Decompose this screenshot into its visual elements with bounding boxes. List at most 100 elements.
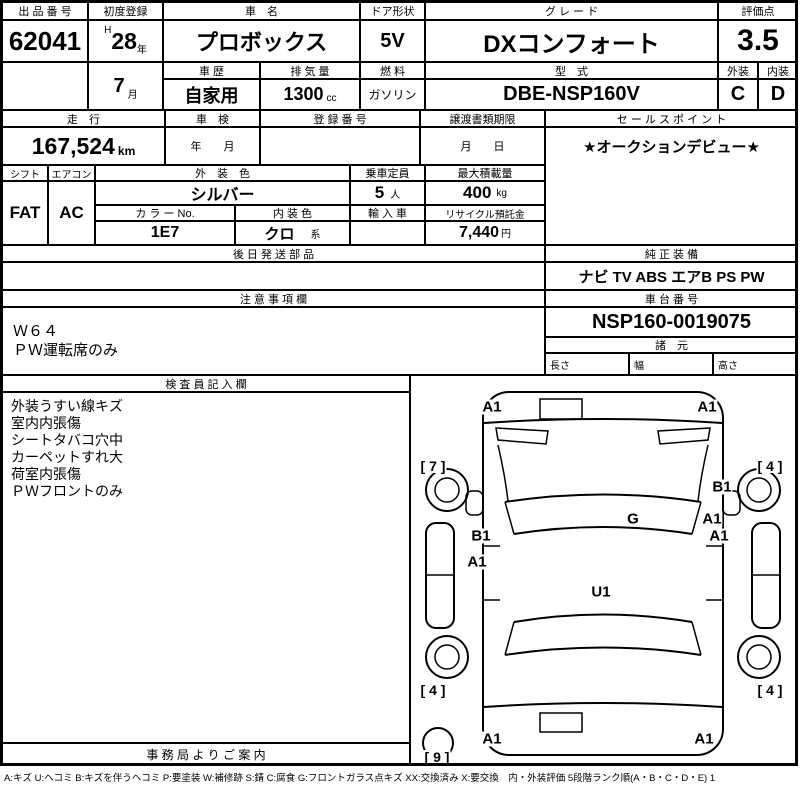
damage-code-legend: A:キズ U:ヘコミ B:キズを伴うヘコミ P:要塗装 W:補修跡 S:錆 C:… [4, 773, 716, 784]
displacement-value: 1300 [283, 84, 324, 104]
inspector-label: 検 査 員 記 入 欄 [2, 375, 410, 392]
auction-no-value: 62041 [2, 20, 88, 62]
displacement-unit: cc [326, 93, 337, 104]
door-shape-value: 5V [360, 20, 425, 62]
color-no-label: カ ラ ー No. [95, 205, 235, 221]
inspector-line: 荷室内張傷 [11, 466, 81, 482]
capacity-value: 5 [374, 183, 385, 202]
car-top-view-diagram [422, 391, 781, 759]
damage-marker-front-left: A1 [481, 398, 503, 416]
equipment-label: 純 正 装 備 [545, 245, 798, 262]
note-line: Ｗ６４ [13, 323, 59, 340]
max-load-value: 400 [463, 183, 492, 202]
score-label: 評価点 [718, 2, 798, 20]
damage-marker-rear-left: A1 [481, 730, 503, 748]
shift-value: FAT [2, 181, 48, 245]
inspector-line: 室内内張傷 [11, 415, 81, 431]
color-no-value: 1E7 [95, 221, 235, 245]
max-load-label: 最大積載量 [425, 165, 545, 181]
displacement-label: 排 気 量 [260, 62, 360, 79]
fuel-label: 燃 料 [360, 62, 425, 79]
history-label: 車 歴 [163, 62, 260, 79]
damage-marker-right-a1-lower: A1 [708, 527, 730, 545]
inspector-notes: 外装うすい線キズ 室内内張傷 シートタバコ穴中 カーペットすれ大 荷室内張傷 Ｐ… [2, 392, 410, 743]
car-name-label: 車 名 [163, 2, 360, 20]
damage-marker-rear-right: A1 [693, 730, 715, 748]
notes-label: 注 意 事 項 欄 [2, 290, 545, 307]
import-value [350, 221, 425, 245]
panel-number-right-top: [ 4 ] [756, 458, 784, 474]
length-cell: 長さ [545, 353, 629, 375]
capacity-unit: 人 [390, 189, 401, 201]
damage-marker-left-a1: A1 [466, 553, 488, 571]
inspector-line: シートタバコ穴中 [11, 432, 123, 448]
capacity-label: 乗車定員 [350, 165, 425, 181]
interior-color-value-cell: クロ 系 [235, 221, 350, 245]
width-cell: 幅 [629, 353, 713, 375]
inspector-line: ＰＷフロントのみ [11, 483, 123, 499]
score-value: 3.5 [718, 20, 798, 62]
damage-marker-right-b1: B1 [711, 478, 733, 496]
fuel-value: ガソリン [360, 79, 425, 110]
exterior-color-label: 外 装 色 [95, 165, 350, 181]
chassis-no-label: 車 台 番 号 [545, 290, 798, 307]
interior-color-value: クロ [264, 225, 295, 243]
first-reg-label: 初度登録 [88, 2, 163, 20]
reg-month: 7 [113, 74, 125, 97]
exterior-grade-label: 外装 [718, 62, 758, 79]
model-label: 型 式 [425, 62, 718, 79]
inspector-line: カーペットすれ大 [11, 449, 123, 465]
damage-marker-windshield-g: G [626, 510, 640, 528]
mileage-value: 167,524 [31, 132, 115, 159]
exterior-color-value: シルバー [95, 181, 350, 205]
equipment-value: ナビ TV ABS エアB PS PW [545, 262, 798, 290]
month-suffix: 月 [127, 90, 138, 101]
panel-number-spare: [ 9 ] [423, 749, 451, 765]
inspector-line: 外装うすい線キズ [11, 398, 123, 414]
reg-year: 28 [111, 27, 137, 54]
office-label: 事 務 局 よ り ご 案 内 [2, 743, 410, 765]
era-label: H [104, 25, 112, 36]
mileage-label: 走 行 [2, 110, 165, 127]
interior-color-suffix: 系 [310, 229, 321, 241]
note-line: ＰＷ運転席のみ [13, 342, 119, 359]
car-diagram-box [410, 375, 798, 765]
notes-value: Ｗ６４ ＰＷ運転席のみ [2, 307, 545, 375]
interior-grade-value: D [758, 79, 798, 110]
recycle-deposit-unit: 円 [501, 229, 512, 240]
interior-color-label: 内 装 色 [235, 205, 350, 221]
car-name-value: プロボックス [163, 20, 360, 62]
year-suffix: 年 [136, 45, 147, 56]
import-label: 輸 入 車 [350, 205, 425, 221]
damage-marker-left-b1: B1 [470, 527, 492, 545]
damage-marker-front-right: A1 [696, 398, 718, 416]
model-value: DBE-NSP160V [425, 79, 718, 110]
inspection-value: 年 月 [165, 127, 260, 165]
panel-number-left-top: [ 7 ] [419, 458, 447, 474]
door-shape-label: ドア形状 [360, 2, 425, 20]
transfer-deadline-label: 譲渡書類期限 [420, 110, 545, 127]
dimensions-label: 諸 元 [545, 337, 798, 353]
auction-no-label: 出 品 番 号 [2, 2, 88, 20]
recycle-deposit-value: 7,440 [458, 224, 500, 241]
exterior-grade-value: C [718, 79, 758, 110]
chassis-no-value: NSP160-0019075 [545, 307, 798, 337]
height-cell: 高さ [713, 353, 798, 375]
inspection-label: 車 検 [165, 110, 260, 127]
mileage-unit: km [117, 144, 136, 158]
transfer-deadline-value: 月 日 [420, 127, 545, 165]
recycle-deposit-label: リサイクル預託金 [425, 205, 545, 221]
shift-label: シフト [2, 165, 48, 181]
sales-point-value: ★オークションデビュー★ [545, 127, 798, 245]
panel-number-left-bottom: [ 4 ] [419, 682, 447, 698]
grade-label: グ レ ー ド [425, 2, 718, 20]
max-load-unit: kg [496, 187, 507, 199]
panel-number-right-bottom: [ 4 ] [756, 682, 784, 698]
grade-value: DXコンフォート [425, 20, 718, 62]
aircon-label: エアコン [48, 165, 95, 181]
aircon-value: AC [48, 181, 95, 245]
